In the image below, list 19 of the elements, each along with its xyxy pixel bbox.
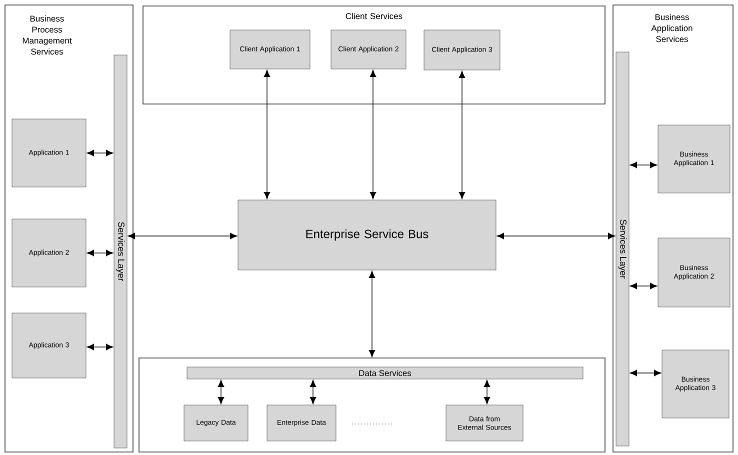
bus-box: Enterprise Service Bus (238, 200, 496, 270)
arrow (310, 380, 316, 404)
arrow (484, 380, 490, 404)
arrow (458, 70, 466, 200)
arrow (264, 70, 270, 200)
arrow (128, 232, 238, 240)
arrow (86, 250, 114, 256)
arrow (86, 150, 114, 156)
services-bar: Data Services (186, 366, 584, 380)
arrow (630, 370, 662, 376)
services-layer-bar: Services Layer (114, 54, 128, 448)
arrow (86, 344, 114, 350)
arrow (370, 70, 376, 200)
arrow (368, 270, 376, 358)
arrow (630, 162, 658, 168)
arrow (218, 380, 224, 404)
arrow (496, 232, 616, 240)
arrow (630, 282, 658, 290)
services-layer-bar: Services Layer (616, 52, 630, 446)
